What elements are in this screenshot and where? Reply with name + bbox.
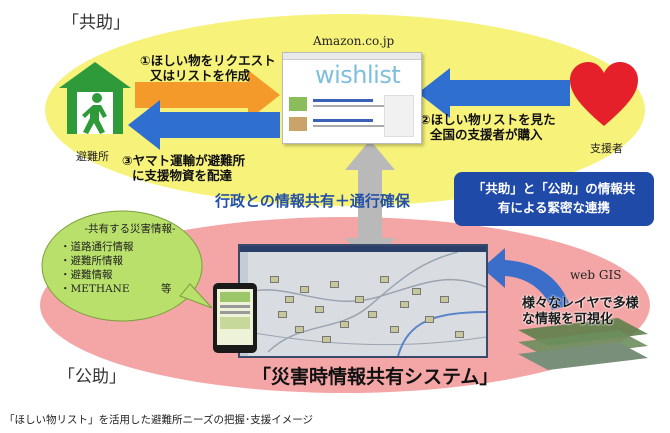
step1-line2: 又はリストを作成 xyxy=(150,68,251,83)
wishlist-content xyxy=(289,95,415,139)
step2-line2: 全国の支援者が購入 xyxy=(430,127,543,142)
layers-line1: 様々なレイヤで多様 xyxy=(522,296,639,311)
info-share-text: 行政との情報共有＋通行確保 xyxy=(215,192,410,210)
supporter-label: 支援者 xyxy=(590,142,623,155)
vertical-double-arrow xyxy=(345,140,395,268)
wishlist-logo: wishlist xyxy=(315,61,401,89)
step3-line1: ③ヤマト運輸が避難所 xyxy=(122,153,246,168)
heart-icon xyxy=(570,62,638,126)
bubble-item: ・避難情報 xyxy=(60,269,113,281)
gis-curved-arrow xyxy=(482,248,570,310)
wishlist-header-bar xyxy=(283,53,421,60)
step3-text: ③ヤマト運輸が避難所 に支援物資を配達 xyxy=(122,153,245,183)
step1-line1: ①ほしい物をリクエスト xyxy=(140,53,276,68)
step3-line2: に支援物資を配達 xyxy=(132,168,233,183)
shelter-label: 避難所 xyxy=(76,150,109,163)
webgis-label: web GIS xyxy=(570,268,622,282)
bubble-item: ・METHANE 等 xyxy=(60,283,172,295)
wishlist-screenshot: wishlist xyxy=(282,52,422,144)
speech-bubble xyxy=(41,210,213,322)
tablet-screen xyxy=(217,289,253,345)
figure-caption: 「ほしい物リスト」を活用した避難所ニーズの把握･支援イメージ xyxy=(4,414,314,426)
orange-arrows xyxy=(135,70,280,120)
step1-text: ①ほしい物をリクエスト 又はリストを作成 xyxy=(140,53,276,83)
bubble-item: ・避難所情報 xyxy=(60,255,123,267)
bubble-item: ・道路通行情報 xyxy=(60,241,134,253)
blue-arrows xyxy=(128,68,570,150)
system-title: 「災害時情報共有システム」 xyxy=(252,366,499,388)
amazon-label: Amazon.co.jp xyxy=(313,34,395,48)
layers-text: 様々なレイヤで多様 な情報を可視化 xyxy=(522,296,639,328)
layers-line2: な情報を可視化 xyxy=(522,312,614,327)
kyojo-label: 「共助」 xyxy=(62,13,130,33)
collab-line2: 有による緊密な連携 xyxy=(497,200,611,215)
step2-line1: ②ほしい物リストを見た xyxy=(420,112,556,127)
gis-map-roads xyxy=(248,252,486,356)
collab-box: 「共助」と「公助」の情報共 有による緊密な連携 xyxy=(454,172,654,226)
bubble-content: -共有する災害情報- ・道路通行情報 ・避難所情報 ・避難情報 ・METHANE… xyxy=(60,222,200,296)
bubble-title: -共有する災害情報- xyxy=(84,223,176,235)
gis-map-toolbar xyxy=(240,246,486,252)
step2-text: ②ほしい物リストを見た 全国の支援者が購入 xyxy=(420,112,556,142)
kojo-label: 「公助」 xyxy=(58,367,126,387)
map-layers-image xyxy=(518,318,648,370)
gis-map-screenshot xyxy=(238,244,488,358)
tablet-device xyxy=(213,283,257,353)
shelter-icon xyxy=(59,62,131,134)
collab-line1: 「共助」と「公助」の情報共 xyxy=(472,181,636,196)
